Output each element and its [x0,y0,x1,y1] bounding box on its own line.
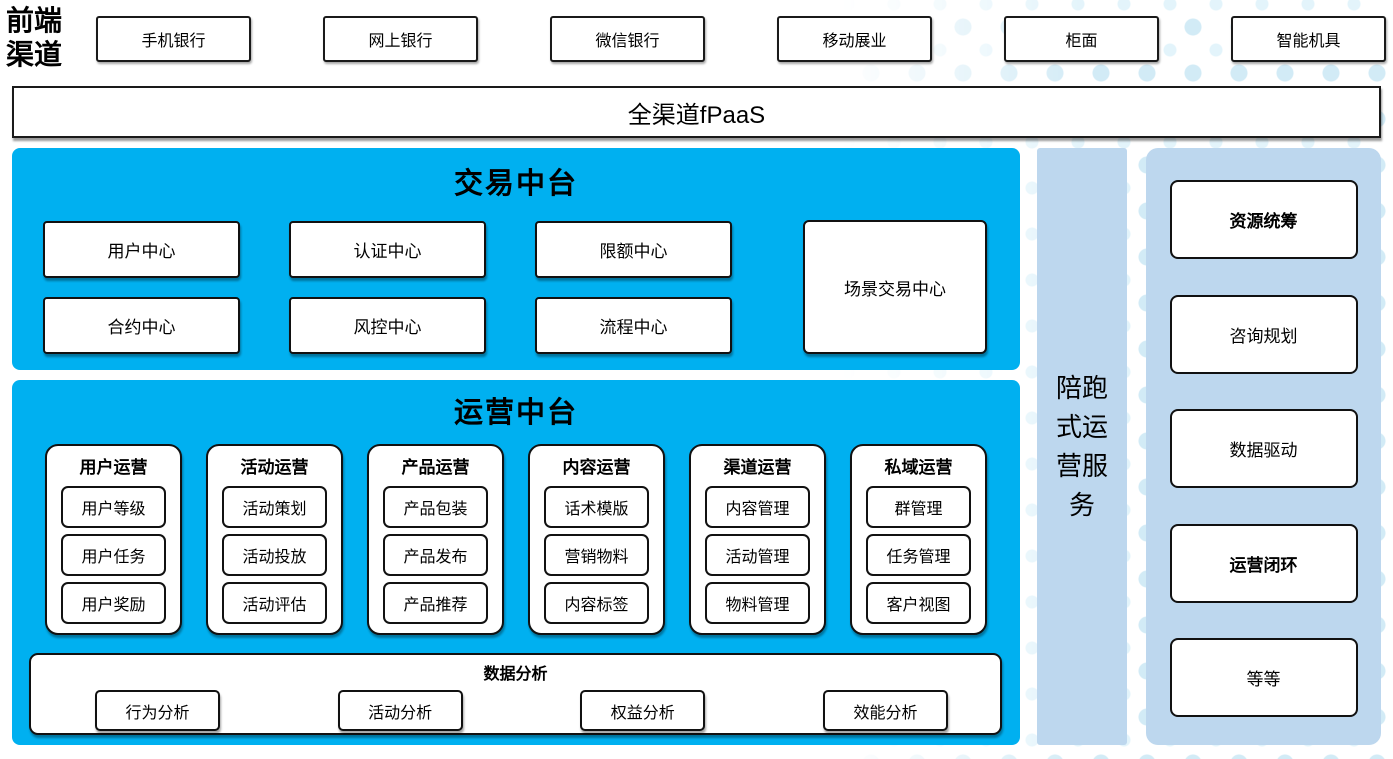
column-title: 内容运营 [562,458,631,477]
accompaniment-service-label: 陪跑式运营服务 [1055,372,1108,520]
data-analysis-panel: 数据分析 行为分析 活动分析 权益分析 效能分析 [29,653,1002,735]
column-title: 活动运营 [240,458,309,477]
center-process: 流程中心 [535,296,732,354]
column-product-operation: 产品运营 产品包装 产品发布 产品推荐 [367,444,504,635]
service-etc: 等等 [1169,638,1358,717]
accompaniment-service-bar: 陪跑式运营服务 [1037,148,1127,745]
center-risk-control: 风控中心 [289,296,486,354]
data-analysis-title: 数据分析 [483,666,548,683]
column-activity-operation: 活动运营 活动策划 活动投放 活动评估 [206,444,343,635]
op-item-customer-view: 客户视图 [866,582,971,624]
transaction-centers-grid: 用户中心 认证中心 限额中心 合约中心 风控中心 流程中心 [43,220,732,354]
op-item-product-recommendation: 产品推荐 [383,582,488,624]
channel-mobile-marketing: 移动展业 [777,16,932,62]
analysis-behavior: 行为分析 [95,690,220,731]
channel-wechat-banking: 微信银行 [550,16,705,62]
center-contract: 合约中心 [43,296,240,354]
op-item-script-template: 话术模版 [544,486,649,528]
op-item-marketing-material: 营销物料 [544,534,649,576]
service-consulting-planning: 咨询规划 [1169,294,1358,374]
op-item-activity-planning: 活动策划 [222,486,327,528]
op-item-product-release: 产品发布 [383,534,488,576]
column-channel-operation: 渠道运营 内容管理 活动管理 物料管理 [689,444,826,635]
channel-online-banking: 网上银行 [323,16,478,62]
fpaas-bar: 全渠道fPaaS [12,86,1381,138]
front-channels-row: 前端 渠道 手机银行 网上银行 微信银行 移动展业 柜面 智能机具 [6,6,1386,71]
column-title: 用户运营 [79,458,148,477]
op-item-product-packaging: 产品包装 [383,486,488,528]
column-title: 产品运营 [401,458,470,477]
front-channels-label: 前端 渠道 [6,6,63,71]
analysis-rights: 权益分析 [580,690,706,731]
op-item-activity-management: 活动管理 [705,534,810,576]
service-operation-loop: 运营闭环 [1169,523,1358,603]
analysis-efficiency: 效能分析 [822,690,948,731]
operation-platform-section: 运营中台 用户运营 用户等级 用户任务 用户奖励 活动运营 活动策划 活动投放 … [12,380,1020,745]
center-user: 用户中心 [43,220,240,278]
service-resource-coordination: 资源统筹 [1169,180,1358,259]
op-item-content-tag: 内容标签 [544,582,649,624]
center-scene-transaction: 场景交易中心 [803,220,987,354]
center-authentication: 认证中心 [289,220,486,278]
service-panel: 资源统筹 咨询规划 数据驱动 运营闭环 等等 [1146,148,1381,745]
op-item-material-management: 物料管理 [705,582,810,624]
data-analysis-row: 行为分析 活动分析 权益分析 效能分析 [31,684,1000,731]
transaction-platform-body: 用户中心 认证中心 限额中心 合约中心 风控中心 流程中心 场景交易中心 [12,202,1020,354]
channel-mobile-banking: 手机银行 [96,16,251,62]
center-limit: 限额中心 [535,220,732,278]
channel-smart-devices: 智能机具 [1231,16,1386,62]
op-item-group-management: 群管理 [866,486,971,528]
channel-counter: 柜面 [1004,16,1159,62]
op-item-user-reward: 用户奖励 [61,582,166,624]
column-title: 渠道运营 [723,458,792,477]
op-item-user-task: 用户任务 [61,534,166,576]
analysis-activity: 活动分析 [337,690,463,731]
op-item-activity-delivery: 活动投放 [222,534,327,576]
operation-columns: 用户运营 用户等级 用户任务 用户奖励 活动运营 活动策划 活动投放 活动评估 … [12,431,1020,635]
column-private-domain-operation: 私域运营 群管理 任务管理 客户视图 [850,444,987,635]
op-item-content-management: 内容管理 [705,486,810,528]
front-channels-list: 手机银行 网上银行 微信银行 移动展业 柜面 智能机具 [92,16,1386,62]
column-title: 私域运营 [884,458,953,477]
service-data-driven: 数据驱动 [1169,409,1358,488]
op-item-task-management: 任务管理 [866,534,971,576]
op-item-user-level: 用户等级 [61,486,166,528]
operation-platform-title: 运营中台 [453,397,578,429]
op-item-activity-evaluation: 活动评估 [222,582,327,624]
column-user-operation: 用户运营 用户等级 用户任务 用户奖励 [45,444,182,635]
column-content-operation: 内容运营 话术模版 营销物料 内容标签 [528,444,665,635]
transaction-platform-section: 交易中台 用户中心 认证中心 限额中心 合约中心 风控中心 流程中心 场景交易中… [12,148,1020,370]
transaction-platform-title: 交易中台 [453,168,578,200]
